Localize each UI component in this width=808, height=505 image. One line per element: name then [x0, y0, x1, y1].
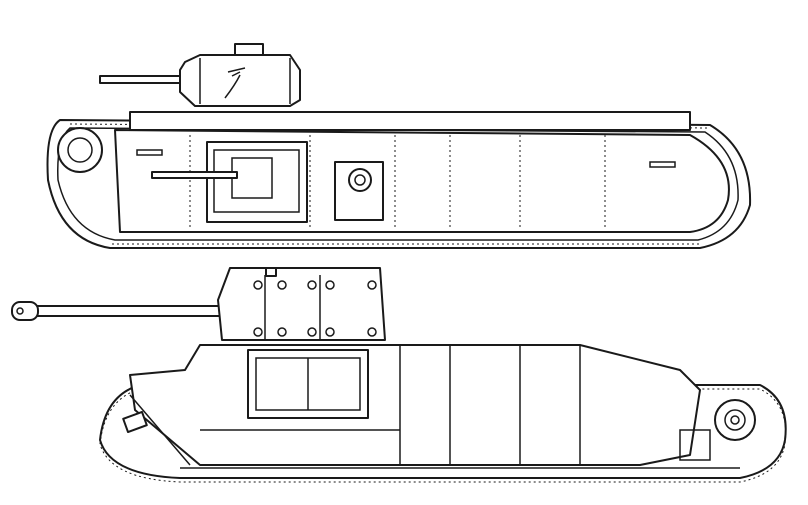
bottom-tank-hull: [129, 344, 701, 466]
bottom-tank-front-plate: [122, 411, 711, 461]
top-tank-hatch: [334, 161, 384, 221]
top-tank-turret: [179, 43, 301, 107]
bottom-tank-gun: [11, 301, 226, 321]
top-tank-side-gun-mount: [151, 141, 308, 223]
bottom-tank-rear-drive-wheel: [714, 399, 756, 441]
bottom-tank-turret: [217, 267, 386, 341]
top-tank: [46, 43, 752, 249]
bottom-tank: [11, 267, 787, 483]
top-tank-front-wheel: [57, 127, 103, 173]
top-tank-gun: [99, 75, 186, 84]
